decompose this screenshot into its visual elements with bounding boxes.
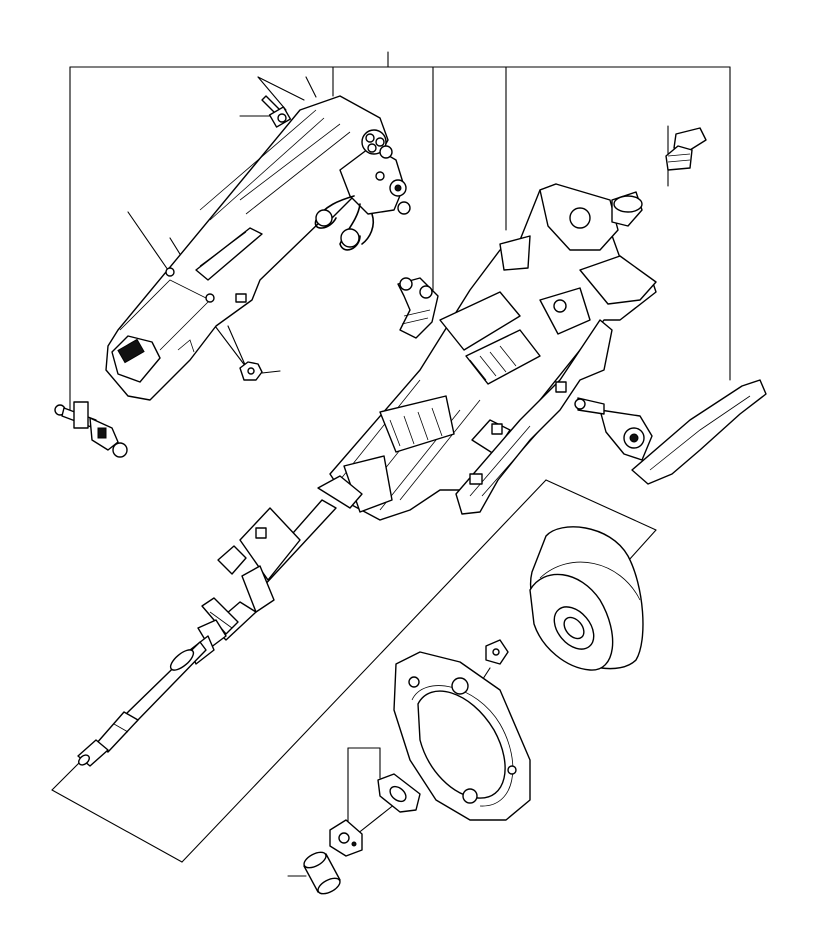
upper-column-cover [105, 95, 389, 401]
clamp-bolt-left [54, 401, 128, 458]
steering-shaft [77, 475, 363, 767]
washer [377, 773, 421, 813]
sleeve [303, 851, 341, 895]
top-leader-group [69, 51, 731, 416]
steering-column-assembly [329, 183, 657, 521]
cover-screw [261, 95, 292, 128]
mounting-bracket-right [455, 319, 613, 515]
clip [329, 819, 363, 857]
lock-cylinder-housing [314, 129, 411, 251]
adjustment-lever [574, 379, 767, 485]
lower-bracket-lines [51, 479, 657, 863]
steering-shroud-cone [529, 526, 644, 671]
nut-bottom [239, 361, 263, 381]
center-clip [397, 277, 439, 339]
column-trim-ring [393, 651, 531, 821]
shroud-nut [485, 639, 509, 665]
bolt-top-right [665, 127, 707, 171]
